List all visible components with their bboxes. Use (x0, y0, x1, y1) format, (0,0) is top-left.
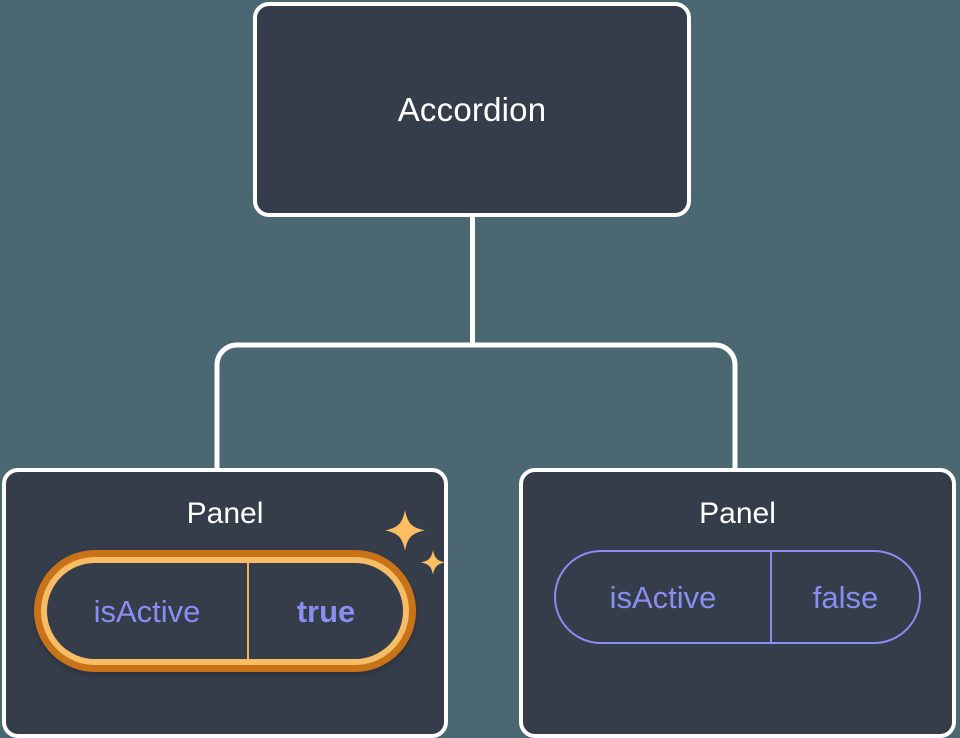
prop-pill-wrapper-active: isActive true (34, 510, 446, 672)
prop-pill-isactive-false[interactable]: isActive false (554, 550, 921, 644)
prop-key-label: isActive (556, 552, 772, 642)
prop-key-label: isActive (47, 563, 249, 659)
tree-node-accordion[interactable]: Accordion (253, 2, 691, 217)
panel-node-title: Panel (699, 497, 776, 530)
connector-branch-right (472, 342, 738, 470)
prop-pill-inner: isActive true (47, 563, 403, 659)
tree-node-panel-active[interactable]: Panel isActive true (2, 468, 448, 738)
panel-node-title: Panel (186, 497, 264, 530)
connector-branch-left (214, 342, 473, 470)
sparkle-large-icon (385, 510, 425, 551)
prop-value-label: false (812, 579, 879, 615)
prop-pill-isactive-true[interactable]: isActive true (34, 550, 416, 672)
accordion-node-title: Accordion (397, 91, 547, 128)
tree-node-panel-inactive[interactable]: Panel isActive false (519, 468, 956, 738)
prop-value-label: true (296, 593, 356, 629)
prop-pill-wrapper-inactive: isActive false (554, 550, 921, 644)
sparkle-small-icon (420, 550, 446, 575)
